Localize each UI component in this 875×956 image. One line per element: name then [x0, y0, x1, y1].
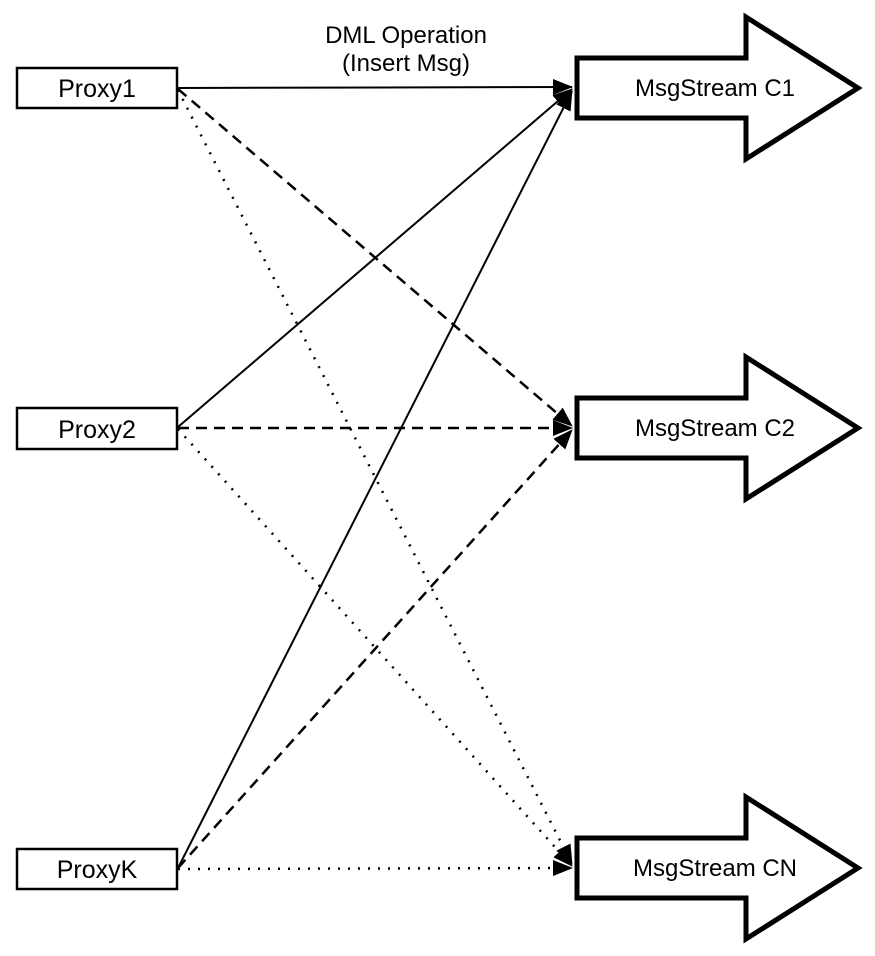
edge-proxyk-to-msgstream-cn	[177, 860, 573, 877]
node-msgstream-cn: MsgStream CN	[574, 792, 863, 944]
msgstream-c1-arrow-shape	[574, 12, 863, 164]
node-proxy1: Proxy1	[15, 66, 179, 110]
proxy1-label: Proxy1	[58, 75, 136, 103]
msgstream-cn-label: MsgStream CN	[633, 855, 797, 882]
edge-proxy1-to-msgstream-c1	[177, 79, 573, 96]
node-msgstream-c1: MsgStream C1	[574, 12, 863, 164]
edge-proxy2-to-msgstream-c1	[177, 88, 573, 428]
proxy2-label: Proxy2	[58, 416, 136, 444]
edge-proxy2-to-msgstream-cn	[177, 428, 573, 867]
diagram-title-line2: (Insert Msg)	[342, 50, 470, 77]
diagram-title: DML Operation (Insert Msg)	[325, 22, 487, 77]
msgstream-c1-label: MsgStream C1	[635, 75, 795, 102]
msgstream-cn-arrow-shape	[574, 792, 863, 944]
proxyk-label: ProxyK	[57, 856, 138, 884]
node-proxyk: ProxyK	[15, 847, 179, 891]
edge-proxyk-to-msgstream-c2	[177, 429, 573, 869]
node-msgstream-c2: MsgStream C2	[574, 352, 863, 504]
diagram-title-line1: DML Operation	[325, 22, 487, 49]
node-proxy2: Proxy2	[15, 406, 179, 451]
edge-proxyk-to-msgstream-c1	[177, 90, 573, 869]
msgstream-c2-arrow-shape	[574, 352, 863, 504]
proxyk-box	[15, 847, 179, 891]
proxy1-box	[15, 66, 179, 110]
proxy2-box	[15, 406, 179, 451]
edge-group	[176, 79, 574, 877]
msgstream-c2-label: MsgStream C2	[635, 415, 795, 442]
